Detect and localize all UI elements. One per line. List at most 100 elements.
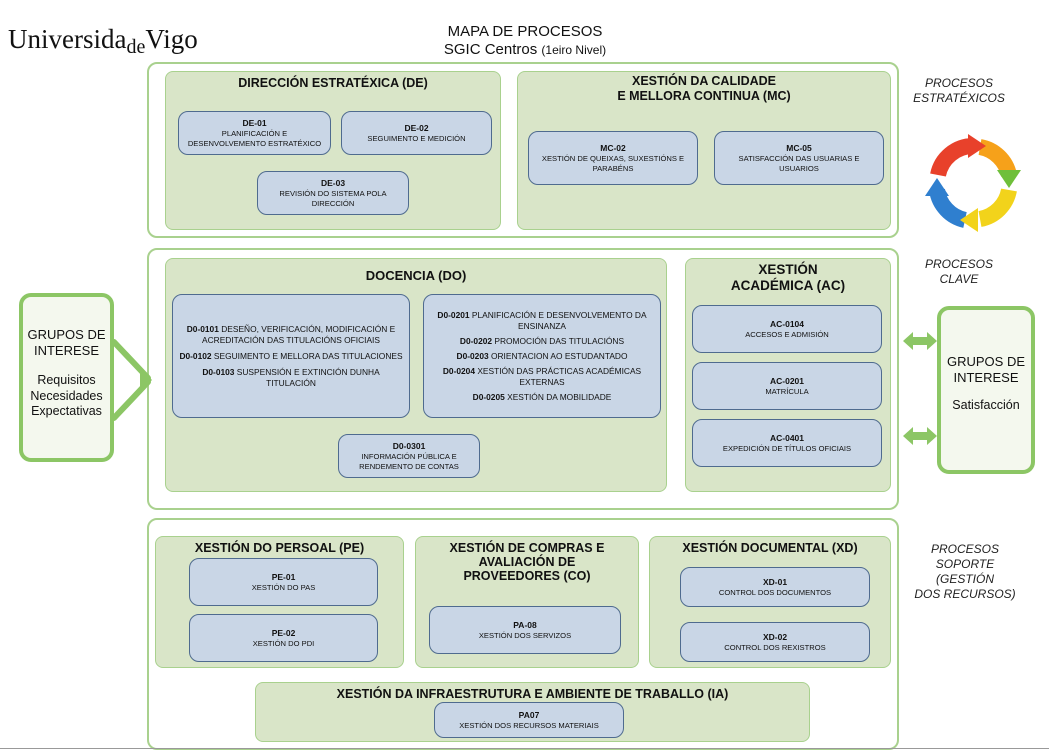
process-name: INFORMACIÓN PÚBLICA E RENDEMENTO DE CONT… xyxy=(359,451,459,471)
process-ac-0104[interactable]: AC-0104 ACCESOS E ADMISIÓN xyxy=(692,305,882,353)
process-code: AC-0401 xyxy=(769,432,805,443)
row-text: PLANIFICACIÓN E DESENVOLVEMENTO DA xyxy=(471,309,647,320)
stakeholders-left: GRUPOS DE INTERESE Requisitos Necesidade… xyxy=(19,293,114,462)
group-title-mc: XESTIÓN DA CALIDADE E MELLORA CONTINUA (… xyxy=(617,74,791,103)
process-code: PA07 xyxy=(518,709,540,720)
stakeholder-item: Satisfacción xyxy=(952,398,1020,412)
process-code: AC-0201 xyxy=(769,375,805,386)
process-code: DE-02 xyxy=(404,122,429,133)
process-name: ACCESOS E ADMISIÓN xyxy=(745,329,829,339)
stakeholder-item: Necesidades xyxy=(30,388,103,403)
process-code: D0-0301 xyxy=(392,440,426,451)
row-text: SUSPENSIÓN E EXTINCIÓN DUNHA xyxy=(236,366,380,377)
row-code: D0-0102 xyxy=(179,350,212,361)
process-de-03[interactable]: DE-03 REVISIÓN DO SISTEMA POLA DIRECCIÓN xyxy=(257,171,409,215)
process-row-d0-0201[interactable]: D0-0201 PLANIFICACIÓN E DESENVOLVEMENTO … xyxy=(437,310,646,332)
process-name: SEGUIMENTO E MEDICIÓN xyxy=(367,133,466,143)
process-code: DE-03 xyxy=(320,177,346,188)
bottom-divider xyxy=(0,748,1049,749)
process-name: XESTIÓN DE QUEIXAS, SUXESTIÓNS E PARABÉN… xyxy=(541,153,685,173)
process-name: XESTIÓN DO PDI xyxy=(252,638,315,648)
row-text: ORIENTACION AO ESTUDANTADO xyxy=(490,350,628,361)
stakeholders-title: GRUPOS DE INTERESE xyxy=(946,354,1025,385)
process-name: REVISIÓN DO SISTEMA POLA DIRECCIÓN xyxy=(279,188,387,208)
stakeholder-item: Requisitos xyxy=(37,373,96,387)
process-pe-02[interactable]: PE-02 XESTIÓN DO PDI xyxy=(189,614,378,662)
process-code: PE-02 xyxy=(271,627,296,638)
group-title-de: DIRECCIÓN ESTRATÉXICA (DE) xyxy=(238,76,428,90)
row-text: XESTIÓN DA MOBILIDADE xyxy=(507,391,612,402)
double-arrow-icon xyxy=(903,427,937,445)
process-de-02[interactable]: DE-02 SEGUIMENTO E MEDICIÓN xyxy=(341,111,492,155)
process-row-d0-0102[interactable]: D0-0102 SEGUIMENTO E MELLORA DAS TITULAC… xyxy=(179,351,402,362)
row-code: D0-0204 xyxy=(442,365,475,376)
process-code: PA-08 xyxy=(513,619,537,630)
process-row-d0-0204[interactable]: D0-0204 XESTIÓN DAS PRÁCTICAS ACADÉMICAS… xyxy=(443,366,641,388)
logo-text: UniversidadeVigo xyxy=(8,24,198,58)
group-title-ac: XESTIÓN ACADÉMICA (AC) xyxy=(730,262,846,293)
row-code: D0-0201 xyxy=(437,309,470,320)
row-code: D0-0103 xyxy=(202,366,235,377)
process-code: MC-05 xyxy=(786,142,812,153)
page-title: MAPA DE PROCESOS SGIC Centros (1eiro Niv… xyxy=(390,23,660,59)
docencia-left-list: D0-0101 DESEÑO, VERIFICACIÓN, MODIFICACI… xyxy=(172,294,410,418)
double-arrow-icon xyxy=(903,332,937,350)
row-text: XESTIÓN DAS PRÁCTICAS ACADÉMICAS xyxy=(477,365,642,376)
subtitle-note: (1eiro Nivel) xyxy=(541,43,607,57)
process-mc-02[interactable]: MC-02 XESTIÓN DE QUEIXAS, SUXESTIÓNS E P… xyxy=(528,131,698,185)
process-row-d0-0202[interactable]: D0-0202 PROMOCIÓN DAS TITULACIÓNS xyxy=(460,336,624,347)
process-ac-0401[interactable]: AC-0401 EXPEDICIÓN DE TÍTULOS OFICIAIS xyxy=(692,419,882,467)
group-title-ia: XESTIÓN DA INFRAESTRUTURA E AMBIENTE DE … xyxy=(336,687,729,701)
stakeholders-items: Requisitos Necesidades Expectativas xyxy=(23,373,110,420)
process-code: XD-01 xyxy=(762,576,788,587)
cycle-arrows-icon xyxy=(925,134,1021,232)
docencia-right-list: D0-0201 PLANIFICACIÓN E DESENVOLVEMENTO … xyxy=(423,294,661,418)
university-logo: UniversidadeVigo xyxy=(8,24,233,64)
process-name: SATISFACCIÓN DAS USUARIAS E USUARIOS xyxy=(738,153,860,173)
process-name: CONTROL DOS DOCUMENTOS xyxy=(718,587,832,597)
process-name: CONTROL DOS REXISTROS xyxy=(724,642,826,652)
stakeholders-title: GRUPOS DE INTERESE xyxy=(27,327,106,358)
row-code: D0-0202 xyxy=(459,335,493,346)
row-text-2: ACREDITACIÓN DAS TITULACIÓNS OFICIAIS xyxy=(202,334,380,345)
process-row-d0-0203[interactable]: D0-0203 ORIENTACION AO ESTUDANTADO xyxy=(457,351,628,362)
group-title-pe: XESTIÓN DO PERSOAL (PE) xyxy=(194,541,365,555)
process-row-d0-0101[interactable]: D0-0101 DESEÑO, VERIFICACIÓN, MODIFICACI… xyxy=(187,324,396,346)
process-code: XD-02 xyxy=(762,631,788,642)
process-pa-08[interactable]: PA-08 XESTIÓN DOS SERVIZOS xyxy=(429,606,621,654)
row-code: D0-0203 xyxy=(456,350,489,361)
row-text: SEGUIMENTO E MELLORA DAS TITULACIONES xyxy=(213,350,403,361)
process-de-01[interactable]: DE-01 PLANIFICACIÓN E DESENVOLVEMENTO ES… xyxy=(178,111,331,155)
process-code: PE-01 xyxy=(271,571,296,582)
process-pa07[interactable]: PA07 XESTIÓN DOS RECURSOS MATERIAIS xyxy=(434,702,624,738)
process-row-d0-0205[interactable]: D0-0205 XESTIÓN DA MOBILIDADE xyxy=(473,392,612,403)
group-title-xd: XESTIÓN DOCUMENTAL (XD) xyxy=(682,541,858,555)
process-name: MATRÍCULA xyxy=(765,386,809,396)
process-xd-02[interactable]: XD-02 CONTROL DOS REXISTROS xyxy=(680,622,870,662)
process-name: PLANIFICACIÓN E DESENVOLVEMENTO ESTRATÉX… xyxy=(187,128,322,148)
process-ac-0201[interactable]: AC-0201 MATRÍCULA xyxy=(692,362,882,410)
process-pe-01[interactable]: PE-01 XESTIÓN DO PAS xyxy=(189,558,378,606)
row-text-2: TITULACIÓN xyxy=(266,377,316,388)
row-code: D0-0205 xyxy=(472,391,505,402)
process-d0-0301[interactable]: D0-0301 INFORMACIÓN PÚBLICA E RENDEMENTO… xyxy=(338,434,480,478)
process-name: EXPEDICIÓN DE TÍTULOS OFICIAIS xyxy=(722,443,852,453)
process-name: XESTIÓN DO PAS xyxy=(251,582,316,592)
label-procesos-estratexicos: PROCESOS ESTRATÉXICOS xyxy=(913,76,1005,105)
row-text: DESEÑO, VERIFICACIÓN, MODIFICACIÓN E xyxy=(221,323,396,334)
row-text-2: ENSINANZA xyxy=(518,320,566,331)
process-code: AC-0104 xyxy=(769,318,805,329)
group-title-co: XESTIÓN DE COMPRAS E AVALIACIÓN DE PROVE… xyxy=(449,541,605,583)
requirements-arrows-icon xyxy=(112,339,152,421)
process-code: MC-02 xyxy=(600,142,626,153)
process-name: XESTIÓN DOS SERVIZOS xyxy=(478,630,572,640)
group-title-do: DOCENCIA (DO) xyxy=(365,268,467,283)
process-mc-05[interactable]: MC-05 SATISFACCIÓN DAS USUARIAS E USUARI… xyxy=(714,131,884,185)
process-xd-01[interactable]: XD-01 CONTROL DOS DOCUMENTOS xyxy=(680,567,870,607)
process-name: XESTIÓN DOS RECURSOS MATERIAIS xyxy=(459,720,599,730)
label-procesos-clave: PROCESOS CLAVE xyxy=(924,257,993,286)
row-text: PROMOCIÓN DAS TITULACIÓNS xyxy=(494,335,625,346)
process-code: DE-01 xyxy=(242,117,267,128)
stakeholders-items: Satisfacción xyxy=(941,398,1031,414)
